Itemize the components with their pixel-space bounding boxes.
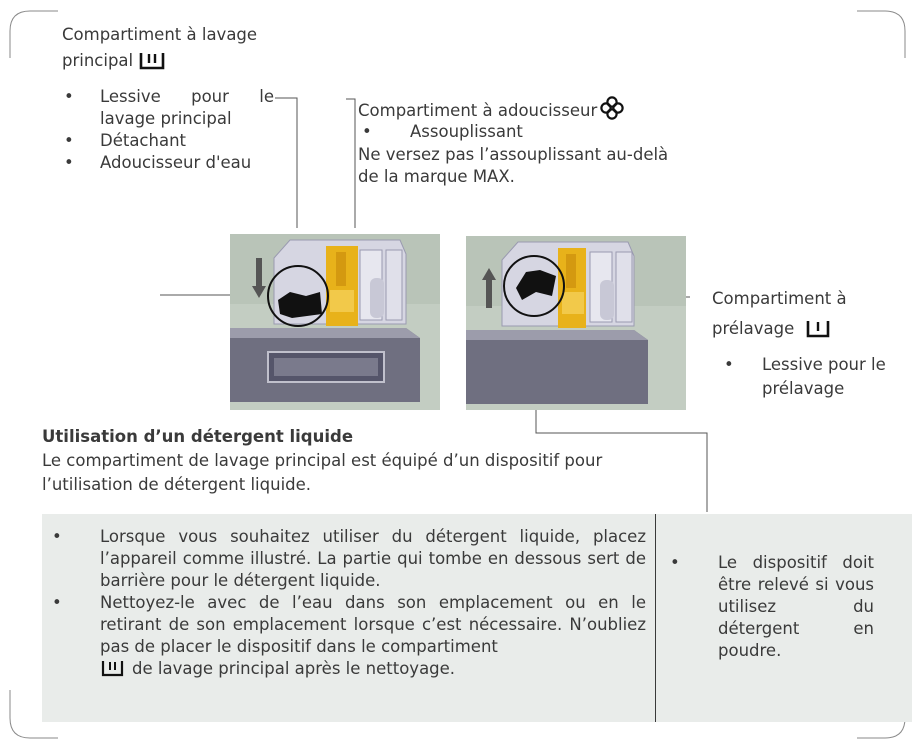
prewash-title: Compartiment à <box>712 289 847 308</box>
prewash-item-line1: Lessive pour le <box>762 355 886 374</box>
main-compartment-title: Compartiment à lavage <box>62 25 258 44</box>
left-bullet-1: Lorsque vous souhaitez utiliser du déter… <box>100 527 646 590</box>
prewash-item-line2: prélavage <box>762 379 845 398</box>
list-item: • Lorsque vous souhaitez utiliser du dét… <box>52 527 646 590</box>
softener-item: Assouplissant <box>410 122 523 141</box>
main-item-2: Détachant <box>100 131 187 150</box>
main-compartment-list: • Lessive pour le lavage principal • Dét… <box>62 86 274 174</box>
instructions-table <box>42 514 912 722</box>
list-item: • Le dispositif doit être relevé si vous… <box>670 553 874 660</box>
main-item-1: Lessive pour le lavage principal <box>100 87 274 128</box>
main-compartment-title-line2: principal <box>62 50 167 72</box>
softener-title: Compartiment à adoucisseur <box>358 96 624 122</box>
softener-note-line1: Ne versez pas l’assouplissant au-delà <box>358 145 669 164</box>
liquid-intro-line1: Le compartiment de lavage principal est … <box>42 451 603 470</box>
main-wash-cup-icon <box>139 53 165 70</box>
prewash-list-item: •Lessive pour le <box>724 355 886 374</box>
main-item-3: Adoucisseur d'eau <box>100 153 252 172</box>
left-bullet-2-tail: de lavage principal après le nettoyage. <box>132 659 456 678</box>
liquid-heading: Utilisation d’un détergent liquide <box>42 427 354 446</box>
list-item: • Lessive pour le lavage principal <box>64 87 274 128</box>
table-column-divider <box>655 514 656 722</box>
liquid-intro-line2: l’utilisation de détergent liquide. <box>42 475 312 494</box>
left-bullet-2: Nettoyez-le avec de l’eau dans son empla… <box>100 593 646 656</box>
flower-softener-icon <box>600 96 624 120</box>
list-item: • Nettoyez-le avec de l’eau dans son emp… <box>52 593 646 678</box>
drawer-photo-liquid <box>230 234 440 410</box>
main-wash-cup-icon <box>101 661 124 677</box>
prewash-cup-icon <box>806 321 830 338</box>
list-item: • Détachant <box>62 130 274 152</box>
prewash-title-line2: prélavage <box>712 318 832 340</box>
softener-list-item: •Assouplissant <box>362 122 523 141</box>
drawer-photo-powder <box>466 236 686 410</box>
table-left-cell: • Lorsque vous souhaitez utiliser du dét… <box>50 526 646 680</box>
right-bullet: Le dispositif doit être relevé si vous u… <box>718 553 874 660</box>
list-item: • Adoucisseur d'eau <box>62 152 274 174</box>
softener-note-line2: de la marque MAX. <box>358 167 515 186</box>
table-right-cell: • Le dispositif doit être relevé si vous… <box>668 552 874 662</box>
